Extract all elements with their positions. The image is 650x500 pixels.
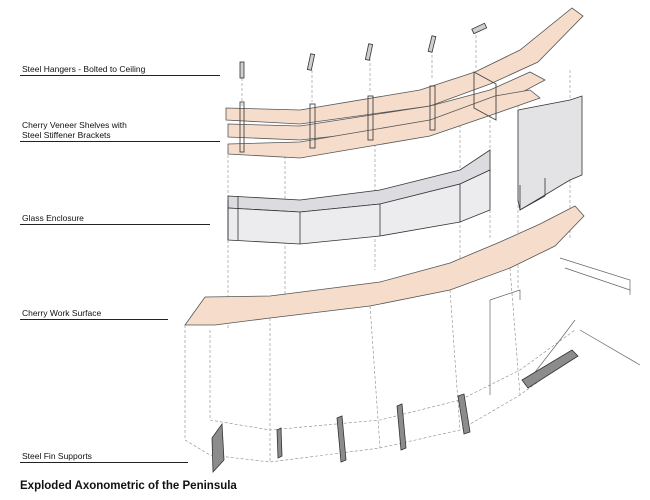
steel-fin	[336, 415, 347, 463]
label-steel-fin-supports: Steel Fin Supports	[22, 451, 92, 461]
cherry-work-surface	[184, 205, 585, 326]
steel-fin	[276, 427, 283, 459]
steel-hanger	[471, 22, 488, 35]
steel-fin	[521, 349, 579, 389]
shelf-bottom	[227, 89, 541, 159]
shelf-top	[225, 7, 584, 125]
steel-hanger	[306, 53, 316, 71]
wall-outline	[489, 257, 641, 395]
leader-line-fins	[20, 462, 188, 463]
steel-hanger	[427, 35, 437, 53]
leader-line-work-surface	[20, 319, 168, 320]
steel-fin-supports	[211, 349, 579, 473]
label-glass-enclosure: Glass Enclosure	[22, 213, 84, 223]
label-steel-hangers: Steel Hangers - Bolted to Ceiling	[22, 64, 146, 74]
base-cabinet	[184, 267, 576, 463]
steel-hangers	[239, 22, 488, 79]
glass-front	[227, 169, 491, 245]
steel-hanger	[364, 43, 374, 61]
leader-line-shelves	[20, 141, 220, 142]
leader-line-glass	[20, 224, 210, 225]
label-cherry-work-surface: Cherry Work Surface	[22, 308, 102, 318]
figure-caption: Exploded Axonometric of the Peninsula	[20, 480, 237, 492]
glass-right-return	[517, 95, 583, 211]
glass-enclosure	[227, 95, 583, 245]
steel-stiffener-brackets	[239, 71, 497, 153]
leader-line-steel-hangers	[20, 75, 220, 76]
steel-fin	[211, 422, 225, 473]
label-cherry-veneer-shelves-line1: Cherry Veneer Shelves with	[22, 120, 127, 130]
steel-hanger	[239, 61, 245, 79]
steel-fin	[457, 393, 471, 435]
label-cherry-veneer-shelves-line2: Steel Stiffener Brackets	[22, 130, 111, 140]
cherry-shelves	[225, 7, 584, 159]
steel-fin	[396, 403, 407, 451]
